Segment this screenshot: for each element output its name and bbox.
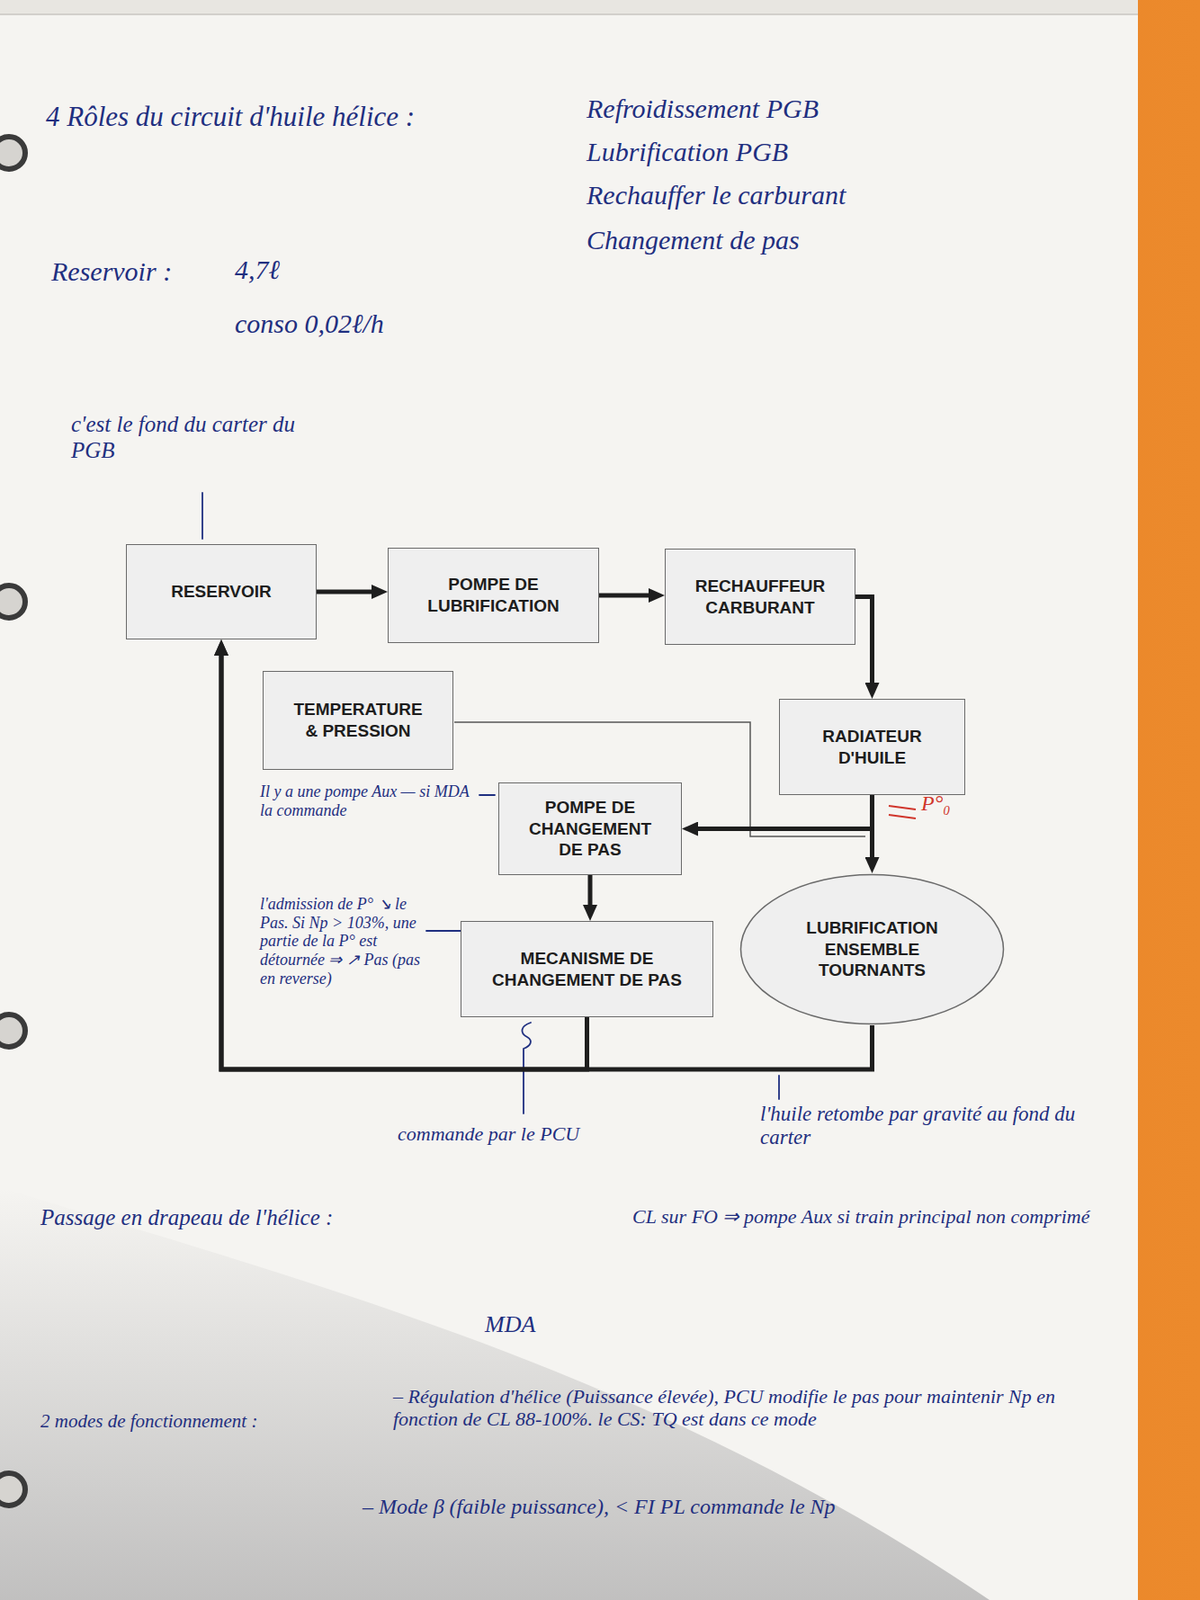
callout-note: commande par le PCU bbox=[397, 1122, 580, 1146]
list-note: Changement de pas bbox=[586, 224, 800, 257]
handwritten-note: – Mode β (faible puissance), < FI PL com… bbox=[362, 1495, 1101, 1521]
handwritten-note: – Régulation d'hélice (Puissance élevée)… bbox=[393, 1385, 1113, 1432]
ellipse-shape bbox=[741, 875, 1004, 1025]
leader-line bbox=[778, 1075, 780, 1100]
leader-line bbox=[201, 492, 204, 539]
node-label: MECANISME DE CHANGEMENT DE PAS bbox=[474, 948, 700, 992]
flow-arrow bbox=[698, 795, 873, 830]
callout-note: l'huile retombe par gravité au fond du c… bbox=[760, 1102, 1102, 1151]
node-label: RESERVOIR bbox=[170, 581, 272, 603]
pressure-mark: P°₀ bbox=[921, 791, 951, 817]
node-label: RECHAUFFEUR CARBURANT bbox=[679, 575, 842, 619]
flow-arrow bbox=[869, 795, 875, 858]
pitch-mechanism-box: MECANISME DE CHANGEMENT DE PAS bbox=[460, 921, 714, 1018]
flow-arrow bbox=[221, 655, 873, 1070]
volume-value: 4,7ℓ bbox=[234, 254, 280, 287]
binder-hole bbox=[0, 585, 26, 618]
handwritten-note: 2 modes de fonctionnement : bbox=[40, 1410, 258, 1433]
node-label: TEMPERATURE & PRESSION bbox=[293, 698, 422, 743]
node-label: RADIATEUR D'HUILE bbox=[805, 725, 941, 770]
consumption-value: conso 0,02ℓ/h bbox=[234, 308, 385, 341]
flow-arrow bbox=[316, 590, 372, 595]
lubrication-ellipse: LUBRIFICATION ENSEMBLE TOURNANTS bbox=[739, 873, 1005, 1026]
sensor-box: TEMPERATURE & PRESSION bbox=[262, 671, 454, 771]
list-note: Rechauffer le carburant bbox=[586, 179, 846, 212]
heater-box: RECHAUFFEUR CARBURANT bbox=[664, 548, 856, 645]
binder-hole bbox=[0, 136, 26, 170]
handwritten-note: Reservoir : bbox=[51, 256, 172, 288]
callout-note: Il y a une pompe Aux — si MDA la command… bbox=[259, 782, 476, 820]
paper-sheet bbox=[0, 0, 1138, 1600]
binder-hole bbox=[0, 1014, 26, 1048]
node-label: POMPE DE LUBRIFICATION bbox=[403, 573, 584, 618]
node-label: POMPE DE CHANGEMENT DE PAS bbox=[516, 797, 665, 861]
pump-box: POMPE DE LUBRIFICATION bbox=[387, 547, 600, 644]
grid-strip bbox=[0, 0, 1138, 15]
binder-holes bbox=[0, 136, 26, 1506]
binder-hole bbox=[0, 1473, 26, 1506]
flow-arrow bbox=[588, 875, 593, 905]
handwritten-note: Passage en drapeau de l'hélice : bbox=[40, 1205, 333, 1232]
callout-note: c'est le fond du carter du PGB bbox=[71, 411, 341, 465]
page-edge bbox=[0, 13, 1138, 16]
heading-note: 4 Rôles du circuit d'huile hélice : bbox=[45, 100, 415, 134]
list-note: Refroidissement PGB bbox=[586, 93, 819, 126]
handwritten-note: CL sur FO ⇒ pompe Aux si train principal… bbox=[632, 1205, 1119, 1228]
node-label: LUBRIFICATION ENSEMBLE TOURNANTS bbox=[805, 917, 938, 982]
leader-line bbox=[426, 930, 465, 932]
flow-arrow bbox=[855, 597, 873, 684]
radiator-box: RADIATEUR D'HUILE bbox=[779, 698, 966, 796]
flow-arrow bbox=[599, 593, 649, 599]
callout-note: l'admission de P° ↘ le Pas. Si Np > 103%… bbox=[259, 895, 422, 988]
handwritten-note: MDA bbox=[484, 1311, 536, 1339]
pitch-pump-box: POMPE DE CHANGEMENT DE PAS bbox=[498, 782, 682, 876]
tank-box: RESERVOIR bbox=[125, 544, 317, 640]
red-tick-marks bbox=[888, 805, 916, 819]
leader-line bbox=[479, 794, 495, 797]
list-note: Lubrification PGB bbox=[586, 136, 789, 169]
